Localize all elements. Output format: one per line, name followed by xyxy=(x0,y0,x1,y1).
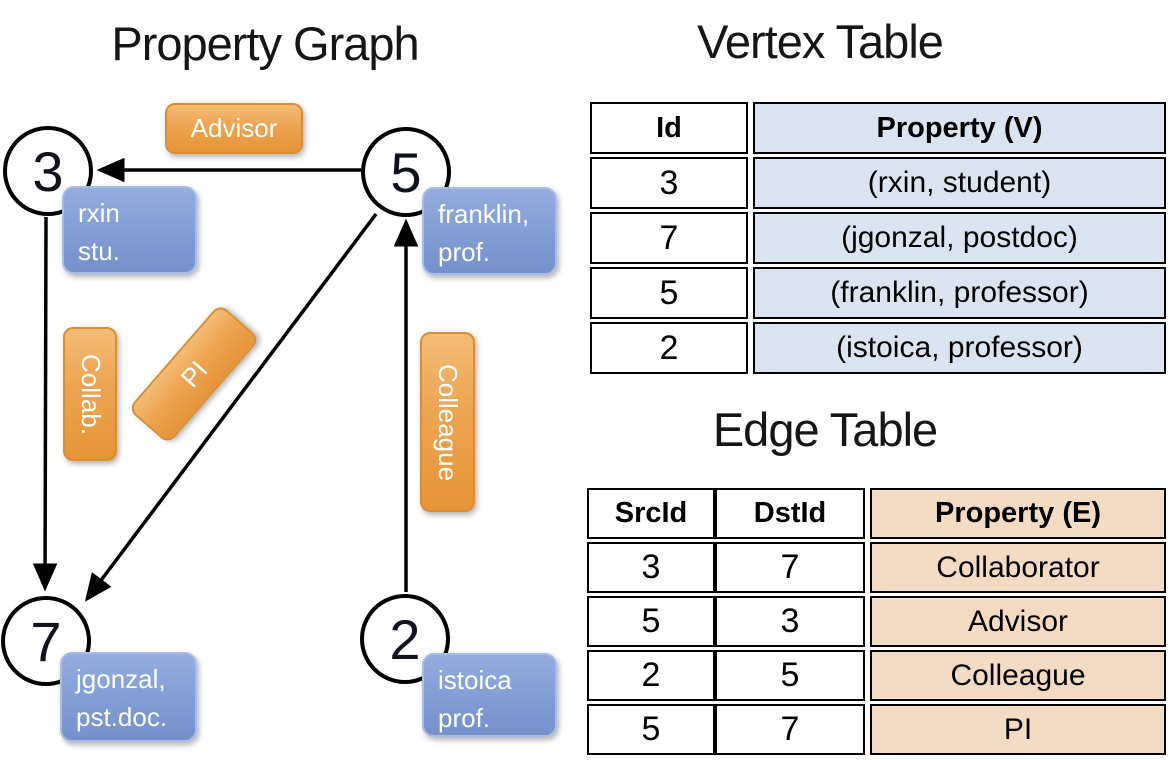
edge-table-srcid-cell: 5 xyxy=(587,704,715,755)
vertex-table-id-column: Id 3 7 5 2 xyxy=(590,102,748,374)
vertex-3-property-line2: stu. xyxy=(78,236,120,266)
vertex-2-property-line1: istoica xyxy=(438,665,512,695)
edge-table-srcid-cell: 2 xyxy=(587,650,715,701)
edge-table-property-header: Property (E) xyxy=(870,488,1166,539)
collaborator-edge-label: Collab. xyxy=(63,327,117,461)
edge-table-dstid-cell: 3 xyxy=(715,596,865,647)
advisor-edge-label-text: Advisor xyxy=(190,113,278,143)
vertex-5-id: 5 xyxy=(390,140,422,204)
edge-table-property-cell: Colleague xyxy=(870,650,1166,701)
vertex-table-property-header: Property (V) xyxy=(753,102,1166,154)
vertex-table-property-cell: (rxin, student) xyxy=(753,157,1166,209)
edge-table-property-cell: Collaborator xyxy=(870,542,1166,593)
edge-table-dstid-cell: 7 xyxy=(715,704,865,755)
edge-table-property-column: Property (E) Collaborator Advisor Collea… xyxy=(870,488,1166,755)
collaborator-edge-label-text: Collab. xyxy=(75,353,106,435)
vertex-table-property-cell: (istoica, professor) xyxy=(753,322,1166,374)
edge-table-title: Edge Table xyxy=(712,403,938,456)
vertex-table-property-column: Property (V) (rxin, student) (jgonzal, p… xyxy=(753,102,1166,374)
vertex-7-property-line1: jgonzal, xyxy=(76,664,166,694)
vertex-5-property-line2: prof. xyxy=(438,237,491,267)
edge-table-property-cell: Advisor xyxy=(870,596,1166,647)
edge-table-srcid-cell: 3 xyxy=(587,542,715,593)
advisor-edge-label: Advisor xyxy=(165,103,303,154)
property-graph-panel: Property Graph 3 5 7 2 Advisor xyxy=(0,0,570,760)
vertex-5-property-box: franklin, prof. xyxy=(422,187,557,275)
edge-table-srcid-cell: 5 xyxy=(587,596,715,647)
vertex-2-property-box: istoica prof. xyxy=(422,653,557,737)
edge-table-id-columns: SrcId DstId 3 7 5 3 2 5 5 7 xyxy=(587,488,865,755)
vertex-7-property-line2: pst.doc. xyxy=(76,702,168,732)
colleague-edge-label-text: Colleague xyxy=(433,363,463,481)
vertex-circle-3: 3 xyxy=(3,126,93,216)
vertex-table-id-cell: 2 xyxy=(590,322,748,374)
pi-edge-label: PI xyxy=(127,303,261,445)
vertex-table-id-cell: 5 xyxy=(590,267,748,319)
edge-table-dstid-header: DstId xyxy=(715,488,865,539)
colleague-edge-label: Colleague xyxy=(420,332,475,512)
vertex-table-id-header: Id xyxy=(590,102,748,154)
property-graph-title: Property Graph xyxy=(111,17,419,70)
vertex-7-id: 7 xyxy=(30,609,62,673)
vertex-3-property-box: rxin stu. xyxy=(62,186,197,274)
vertex-7-property-box: jgonzal, pst.doc. xyxy=(60,652,197,742)
edge-table-dstid-cell: 5 xyxy=(715,650,865,701)
vertex-table-id-cell: 3 xyxy=(590,157,748,209)
vertex-5-property-line1: franklin, xyxy=(438,199,530,229)
edge-table-srcid-header: SrcId xyxy=(587,488,715,539)
vertex-2-property-line2: prof. xyxy=(438,703,491,733)
vertex-table-id-cell: 7 xyxy=(590,212,748,264)
edge-table-property-cell: PI xyxy=(870,704,1166,755)
vertex-table-title: Vertex Table xyxy=(697,15,944,68)
vertex-circle-5: 5 xyxy=(361,127,451,217)
pi-edge-label-text: PI xyxy=(174,354,214,393)
edge-3-to-7-arrow xyxy=(32,216,58,592)
vertex-table-property-cell: (franklin, professor) xyxy=(753,267,1166,319)
vertex-3-property-line1: rxin xyxy=(78,198,120,228)
vertex-3-id: 3 xyxy=(32,139,64,203)
vertex-table-property-cell: (jgonzal, postdoc) xyxy=(753,212,1166,264)
edge-table-dstid-cell: 7 xyxy=(715,542,865,593)
vertex-2-id: 2 xyxy=(389,607,421,671)
